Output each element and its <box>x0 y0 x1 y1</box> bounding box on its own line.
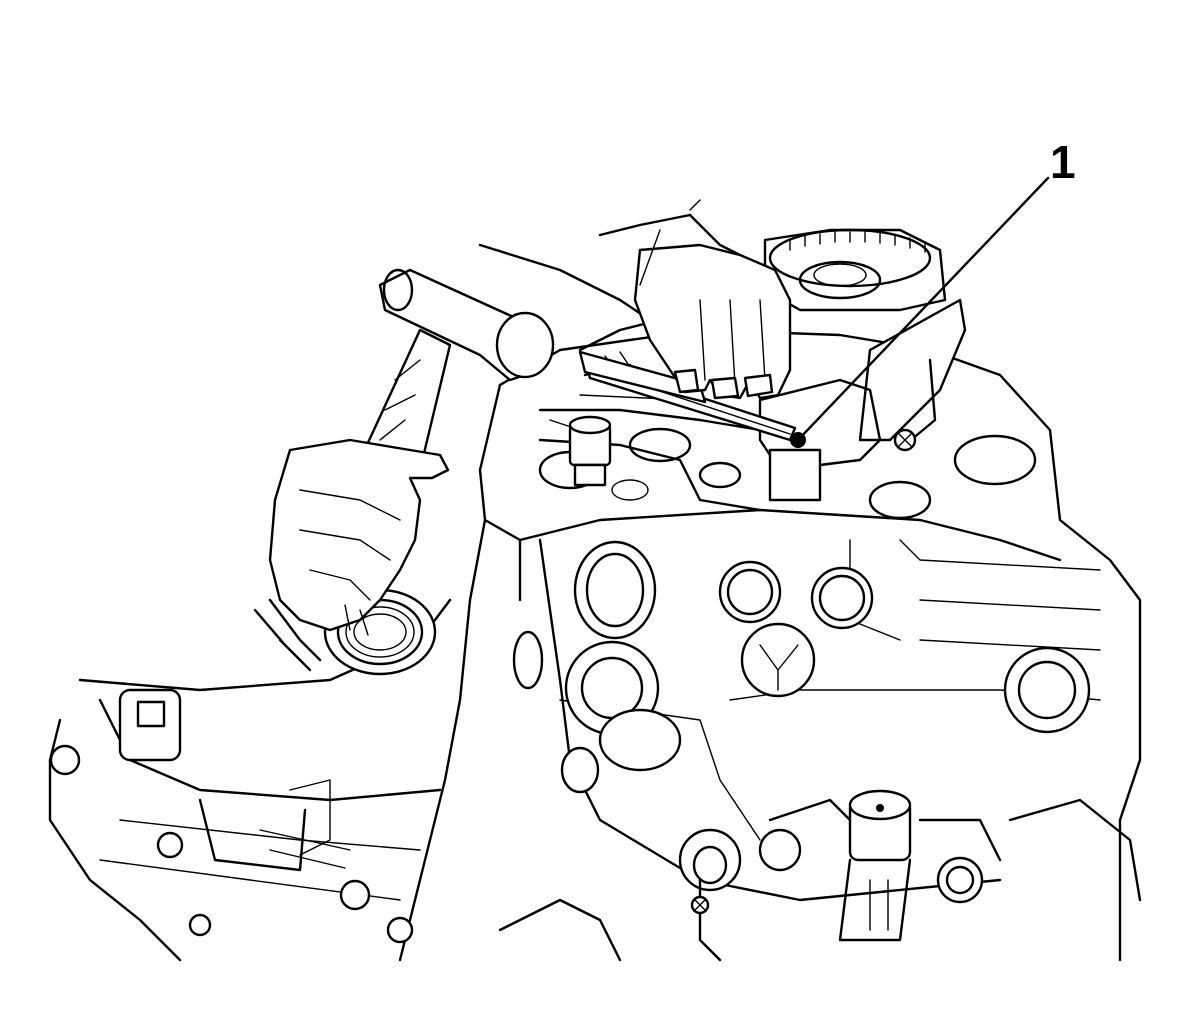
callout-1: 1 <box>796 136 1076 442</box>
hex-plug <box>568 415 612 487</box>
callout-label: 1 <box>1050 136 1076 188</box>
hand-holding-punch <box>478 199 792 400</box>
left-housing-section <box>48 598 452 962</box>
bore-cylinders <box>512 540 1091 794</box>
hand-holding-hammer <box>253 438 450 672</box>
hammer <box>358 268 555 482</box>
shift-fork <box>758 298 967 502</box>
callout-leader-line <box>796 176 1050 442</box>
lower-fittings <box>498 789 1142 962</box>
transmission-housing <box>398 328 1142 962</box>
